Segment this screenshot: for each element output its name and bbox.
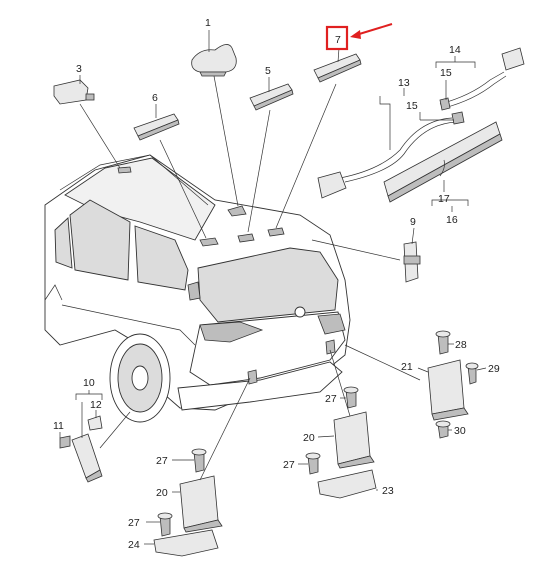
callout-13: 13	[398, 77, 410, 89]
callout-27-c: 27	[325, 393, 337, 405]
callout-30: 30	[454, 425, 466, 437]
part-20-bracket-lower	[179, 475, 223, 533]
callout-28: 28	[455, 339, 467, 351]
leader-lines	[59, 30, 487, 545]
callout-15-b: 15	[406, 100, 418, 112]
part-1-roof-antenna	[191, 44, 237, 77]
callout-27-b: 27	[283, 459, 295, 471]
callout-6: 6	[152, 92, 158, 104]
screw-27-a	[191, 448, 207, 473]
screw-27-b	[305, 452, 321, 475]
part-23-plate	[317, 469, 377, 499]
callout-3: 3	[76, 63, 82, 75]
highlight-arrowhead	[350, 30, 361, 39]
part-17-connector	[439, 159, 445, 177]
callout-14: 14	[449, 44, 461, 56]
callout-27-d: 27	[128, 517, 140, 529]
part-10-control-unit	[71, 433, 103, 483]
callout-24: 24	[128, 539, 140, 551]
callout-16: 16	[446, 214, 458, 226]
part-24-plate	[153, 529, 219, 557]
callout-29: 29	[488, 363, 500, 375]
part-11-screw	[59, 435, 71, 449]
callout-17: 17	[438, 193, 450, 205]
callout-21: 21	[401, 361, 413, 373]
callout-7: 7	[335, 34, 341, 46]
part-7-antenna-module	[313, 53, 362, 83]
callout-5: 5	[265, 65, 271, 77]
part-6-antenna-module	[133, 113, 180, 141]
callout-1: 1	[205, 17, 211, 29]
vehicle-body	[44, 154, 351, 423]
part-12-clip	[87, 415, 103, 431]
part-9-sensor	[403, 241, 421, 283]
callout-10: 10	[83, 377, 95, 389]
screw-29	[465, 362, 479, 385]
screw-27-c	[343, 386, 359, 409]
highlight-arrow	[355, 23, 393, 36]
screw-28	[435, 330, 451, 355]
callout-20-b: 20	[156, 487, 168, 499]
callout-12: 12	[90, 399, 102, 411]
part-15-connector	[451, 111, 465, 125]
callout-23: 23	[382, 485, 394, 497]
callout-9: 9	[410, 216, 416, 228]
part-5-antenna-module	[249, 83, 294, 111]
callout-15-a: 15	[440, 67, 452, 79]
part-13-cable	[317, 117, 457, 199]
callout-27-a: 27	[156, 455, 168, 467]
callout-20-a: 20	[303, 432, 315, 444]
callout-labels: 1 3 5 6 7 9 10 11 12 13 14 15 15 16 17 2…	[53, 17, 500, 551]
part-16-antenna-strip	[383, 121, 503, 203]
screw-30	[435, 420, 451, 439]
callout-11: 11	[53, 420, 64, 432]
part-20-bracket-upper	[333, 411, 375, 469]
part-14-cable	[439, 47, 525, 111]
part-3-module	[53, 79, 95, 105]
highlight-part-7	[325, 23, 393, 51]
highlight-box	[325, 25, 349, 51]
screw-27-d	[157, 512, 173, 537]
part-21-bracket	[427, 359, 469, 421]
